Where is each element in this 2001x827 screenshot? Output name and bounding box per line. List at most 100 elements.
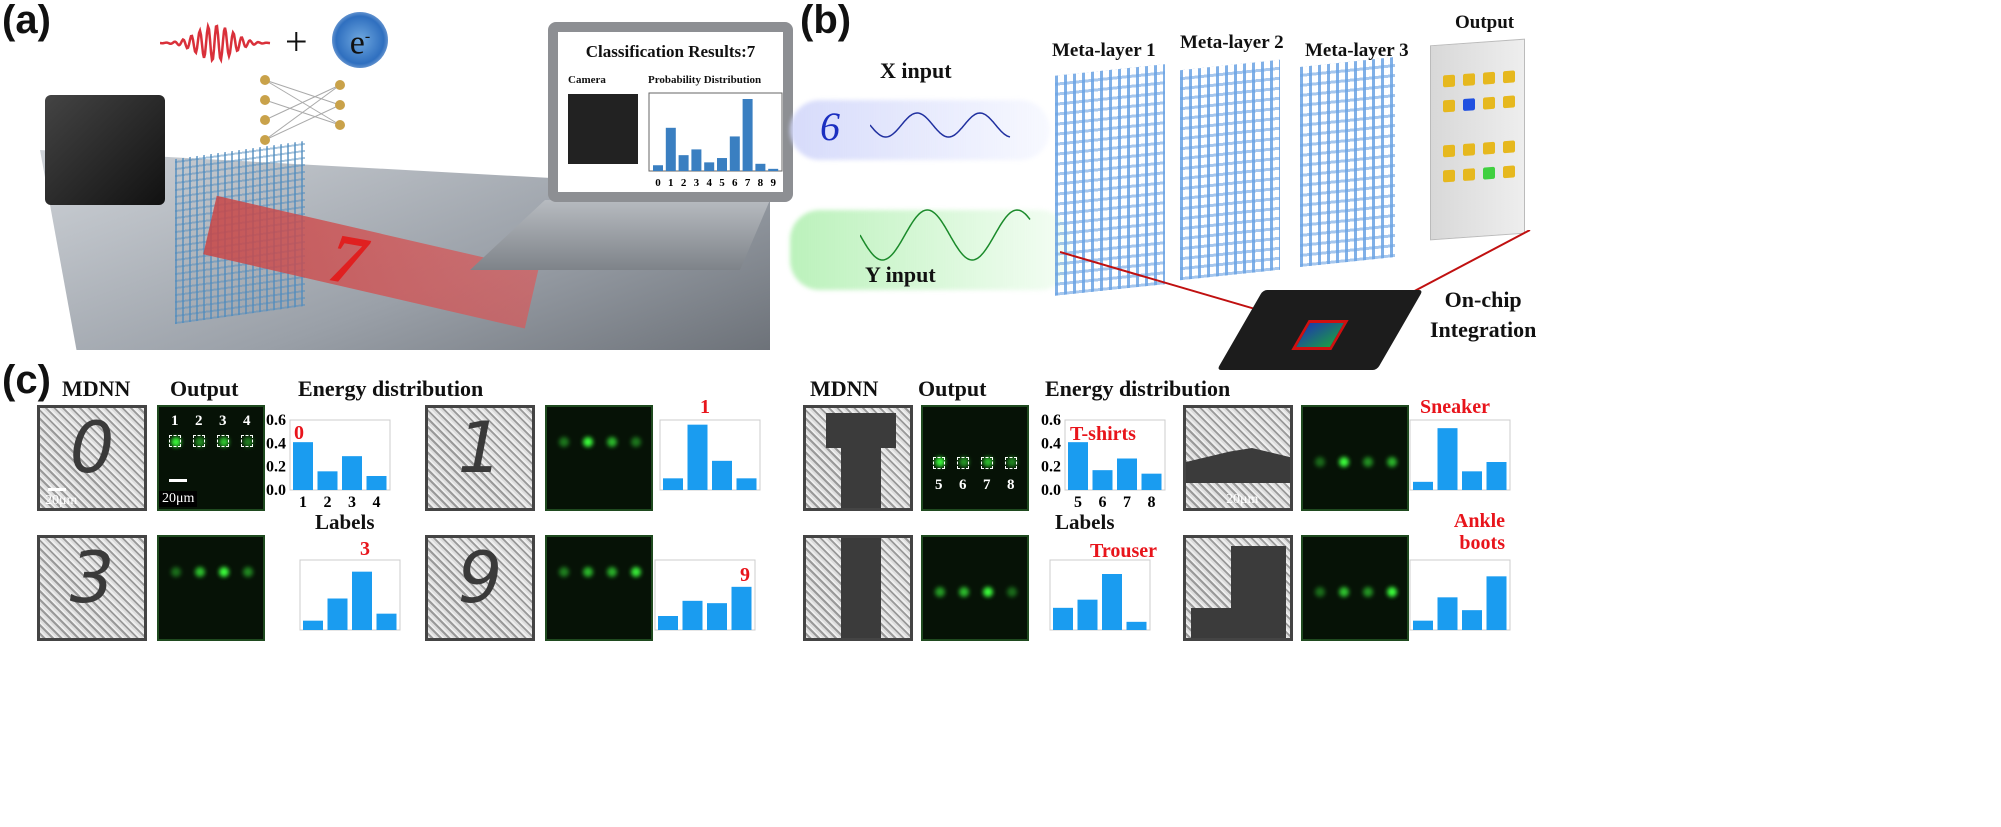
output-spot	[1007, 587, 1017, 597]
camera-label: Camera	[568, 74, 606, 86]
energy-bar	[1486, 576, 1507, 630]
plus-sign: +	[285, 19, 308, 64]
detector-label: 8	[1007, 477, 1015, 493]
handwritten-digit: 9	[457, 537, 503, 619]
class-label: Sneaker	[1420, 396, 1490, 418]
scale-bar-label: 20μm	[159, 491, 198, 507]
output-spot	[583, 437, 593, 447]
prob-bar	[717, 158, 727, 171]
detector-label: 6	[959, 477, 967, 493]
neural-network-icon	[260, 75, 345, 145]
header-output-fashion: Output	[918, 376, 987, 401]
class-label: T-shirts	[1070, 423, 1136, 445]
detector-region	[1005, 457, 1017, 469]
energy-bar	[1068, 442, 1088, 490]
output-spot	[607, 437, 617, 447]
meta-layer-1-label: Meta-layer 1	[1052, 40, 1156, 61]
output-spot	[1387, 587, 1397, 597]
energy-bar	[731, 586, 752, 630]
energy-bar	[1413, 620, 1433, 630]
output-spot	[243, 567, 253, 577]
detector-region	[981, 457, 993, 469]
meta-layer-3-label: Meta-layer 3	[1305, 40, 1409, 61]
energy-bar	[712, 460, 732, 490]
output-spot	[219, 567, 229, 577]
energy-bar	[1437, 428, 1458, 490]
mdnn-input-image	[1183, 535, 1293, 641]
fashion-silhouette	[841, 443, 881, 508]
x-input-digit: 6	[820, 104, 840, 149]
energy-bar	[317, 471, 338, 490]
class-label: Ankle boots	[1453, 510, 1505, 554]
prob-tick-label: 5	[719, 177, 725, 189]
x-tick-label: 4	[373, 494, 381, 511]
x-tick-label: 3	[348, 494, 356, 511]
energy-bar	[1117, 458, 1137, 490]
output-spot	[1315, 457, 1325, 467]
y-tick-label: 0.2	[266, 459, 286, 476]
output-spot	[607, 567, 617, 577]
energy-bar	[736, 478, 757, 490]
class-label: 9	[740, 564, 750, 586]
output-spot	[935, 587, 945, 597]
fashion-silhouette	[1186, 448, 1290, 483]
header-energy: Energy distribution	[298, 376, 484, 401]
class-label: Trouser	[1090, 540, 1158, 562]
x-tick-label: 8	[1148, 494, 1156, 511]
x-axis-label: Labels	[315, 510, 375, 534]
header-energy-fashion: Energy distribution	[1045, 376, 1231, 401]
energy-bar	[1486, 462, 1507, 490]
prob-bar	[653, 165, 663, 171]
energy-bar	[1077, 599, 1098, 630]
detector-region	[241, 435, 253, 447]
output-image	[1301, 405, 1409, 511]
prob-bar	[678, 155, 689, 171]
panel-label-b: (b)	[800, 0, 852, 42]
scale-bar	[169, 479, 187, 482]
y-tick-label: 0.6	[1041, 412, 1061, 429]
output-plane	[1430, 38, 1525, 241]
output-spot	[1339, 587, 1349, 597]
output-spot	[195, 567, 205, 577]
class-label: 1	[700, 396, 710, 418]
prob-bar	[691, 149, 702, 171]
prob-tick-label: 2	[681, 177, 687, 189]
output-spot	[1363, 587, 1373, 597]
camera-image	[568, 94, 638, 164]
panel-label-c: (c)	[2, 358, 51, 402]
energy-bar	[1092, 470, 1113, 490]
energy-bar	[352, 571, 372, 630]
energy-bar	[658, 616, 678, 630]
output-spot	[935, 457, 945, 467]
y-tick-label: 0.4	[266, 435, 286, 452]
prob-tick-label: 6	[732, 177, 738, 189]
prob-bar	[755, 163, 766, 171]
panel-label-a: (a)	[2, 0, 51, 42]
detector-label: 2	[195, 413, 203, 429]
energy-chart	[654, 559, 756, 631]
prob-tick-label: 8	[758, 177, 764, 189]
y-input-label: Y input	[865, 262, 936, 287]
fashion-silhouette	[826, 413, 896, 448]
energy-bar	[327, 598, 348, 630]
output-spot	[983, 587, 993, 597]
energy-chart	[1409, 419, 1511, 491]
x-axis-label-fashion: Labels	[1055, 510, 1115, 534]
x-wave-icon	[870, 112, 1011, 138]
y-tick-label: 0.0	[266, 482, 286, 499]
energy-bar	[293, 442, 313, 490]
light-wave-icon	[160, 21, 271, 64]
energy-chart	[1409, 559, 1511, 631]
output-spot	[631, 567, 641, 577]
output-image	[157, 535, 265, 641]
energy-bar	[1053, 607, 1073, 630]
detector-region	[217, 435, 229, 447]
detector-label: 1	[171, 413, 179, 429]
output-spot	[1339, 457, 1349, 467]
meta-layer-2-label: Meta-layer 2	[1180, 32, 1284, 53]
detector-region	[169, 435, 181, 447]
